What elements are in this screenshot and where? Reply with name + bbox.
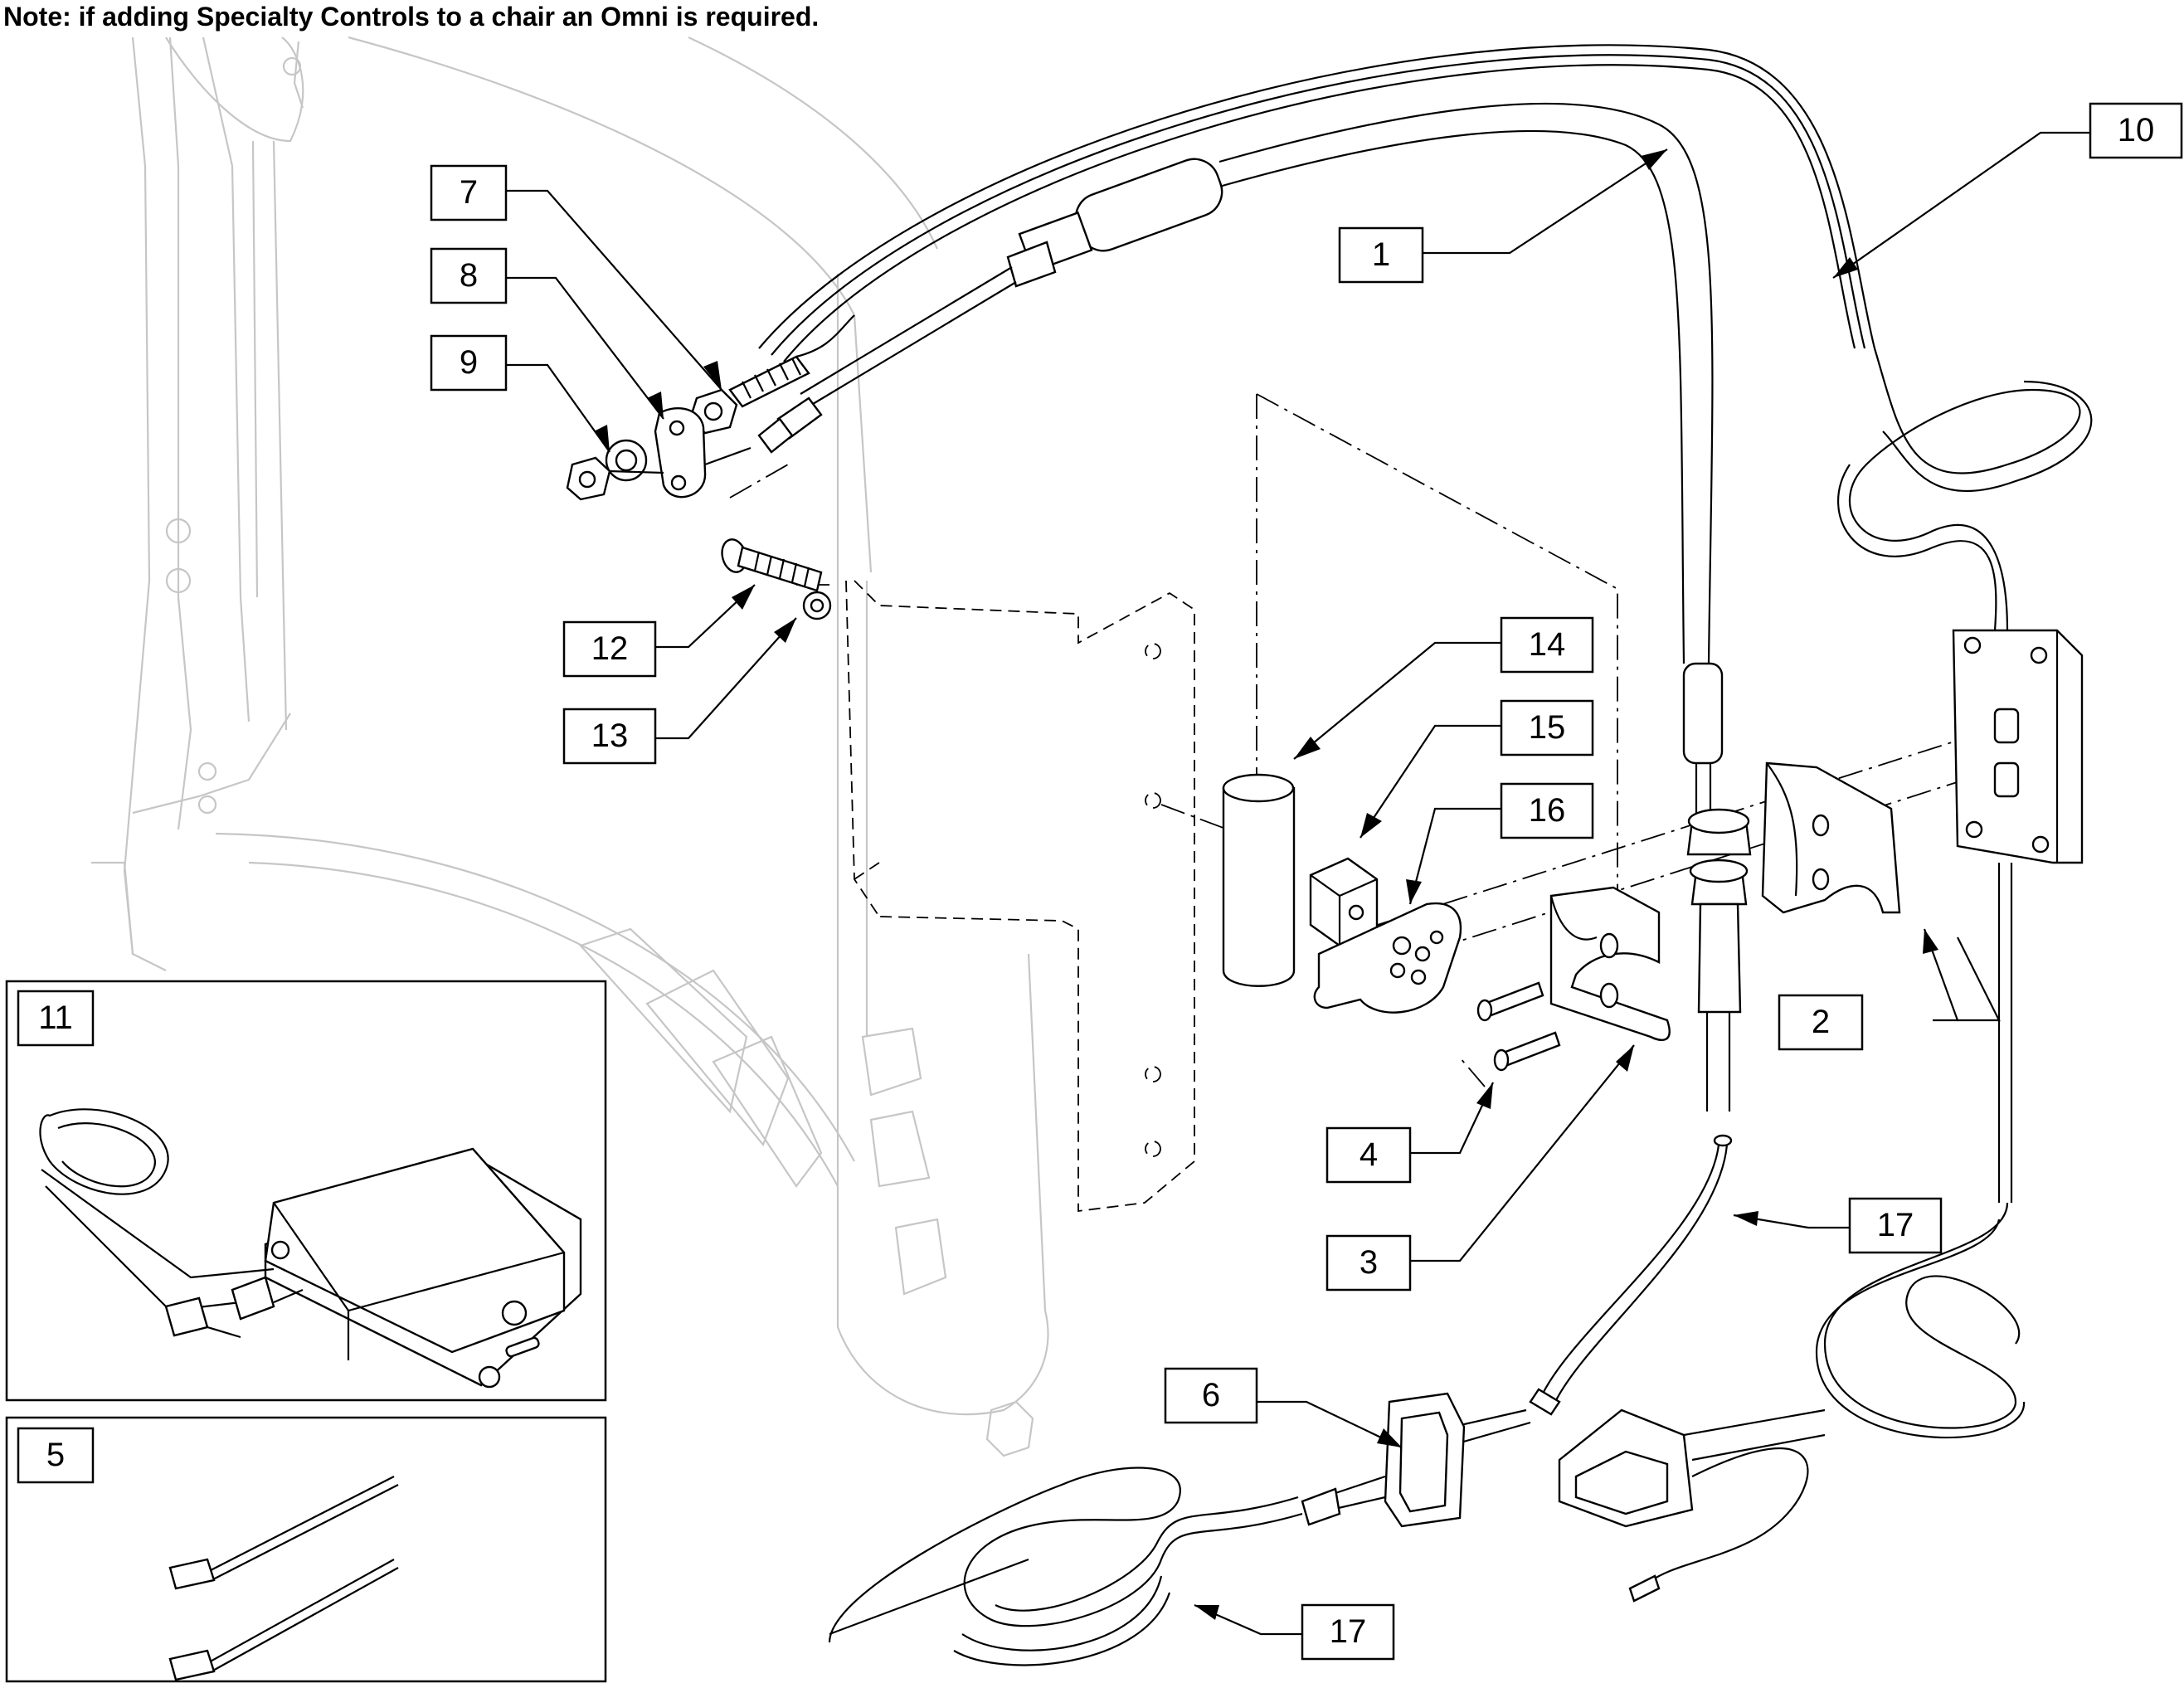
callout-15: 15 bbox=[1500, 699, 1594, 756]
callout-2: 2 bbox=[1778, 994, 1864, 1051]
callout-5: 5 bbox=[17, 1427, 95, 1484]
callout-4: 4 bbox=[1325, 1126, 1412, 1184]
tube-17 bbox=[1434, 1134, 1733, 1449]
callout-13: 13 bbox=[562, 708, 657, 765]
callout-14: 14 bbox=[1500, 616, 1594, 674]
callout-4-label: 4 bbox=[1360, 1136, 1378, 1173]
callout-11: 11 bbox=[17, 990, 95, 1047]
db-connector-coil bbox=[1558, 1202, 2026, 1603]
cable-1 bbox=[757, 102, 1724, 813]
part-9-washer bbox=[566, 439, 752, 501]
callout-9: 9 bbox=[430, 334, 508, 392]
mounting-plate-dashed bbox=[845, 580, 1195, 1213]
inset-5-cables bbox=[168, 1476, 399, 1681]
part-4-screws bbox=[1476, 981, 1561, 1072]
callout-6-label: 6 bbox=[1202, 1377, 1220, 1413]
callout-17-lower-label: 17 bbox=[1330, 1613, 1367, 1650]
callout-12-label: 12 bbox=[591, 630, 629, 667]
callout-12: 12 bbox=[562, 620, 657, 678]
callout-7: 7 bbox=[430, 164, 508, 221]
callout-17-lower: 17 bbox=[1301, 1603, 1395, 1661]
inset-11-cable-coil bbox=[39, 1108, 304, 1339]
callout-3-label: 3 bbox=[1360, 1244, 1378, 1281]
callout-3: 3 bbox=[1325, 1234, 1412, 1292]
assembly-centerlines bbox=[729, 393, 1992, 1087]
callout-14-label: 14 bbox=[1529, 626, 1566, 663]
part-8-bracket bbox=[654, 406, 707, 499]
part-2-clamp bbox=[1761, 761, 1901, 914]
ghost-chair-frame bbox=[91, 36, 1049, 1457]
callout-11-label: 11 bbox=[38, 1000, 73, 1036]
tube-17-coil bbox=[828, 1467, 1303, 1666]
callout-9-label: 9 bbox=[460, 344, 478, 381]
control-box bbox=[1952, 629, 2084, 1203]
callout-16: 16 bbox=[1500, 782, 1594, 839]
leader-arrowheads bbox=[594, 149, 1938, 1620]
callout-17-upper-label: 17 bbox=[1877, 1207, 1914, 1243]
callout-10: 10 bbox=[2089, 102, 2183, 159]
inset-11-device bbox=[264, 1147, 582, 1389]
part-12-screw bbox=[721, 538, 823, 592]
callout-2-label: 2 bbox=[1812, 1004, 1830, 1040]
callout-10-label: 10 bbox=[2118, 112, 2155, 148]
part-14-cylinder bbox=[1222, 773, 1296, 987]
spring-section bbox=[728, 314, 855, 408]
callout-5-label: 5 bbox=[46, 1437, 65, 1473]
leader-lines bbox=[506, 131, 2090, 1636]
part-16-clamp bbox=[1313, 902, 1462, 1014]
part-3-clamp bbox=[1549, 886, 1671, 1041]
callout-1: 1 bbox=[1338, 226, 1424, 284]
cable-10 bbox=[758, 44, 2093, 631]
callout-17-upper: 17 bbox=[1848, 1197, 1943, 1254]
inset-11-panel bbox=[5, 980, 607, 1402]
callout-8-label: 8 bbox=[460, 257, 478, 294]
callout-6: 6 bbox=[1164, 1367, 1258, 1424]
inset-5-panel bbox=[5, 1416, 607, 1683]
part-6-grommet bbox=[1301, 1392, 1466, 1528]
callout-1-label: 1 bbox=[1372, 236, 1390, 273]
part-15-block bbox=[1309, 857, 1379, 947]
callout-8: 8 bbox=[430, 247, 508, 304]
central-connector bbox=[1686, 808, 1752, 1112]
callout-13-label: 13 bbox=[591, 718, 629, 754]
callout-16-label: 16 bbox=[1529, 792, 1566, 829]
note-text: Note: if adding Specialty Controls to a … bbox=[3, 2, 820, 32]
part-13-washer bbox=[802, 591, 832, 620]
callout-7-label: 7 bbox=[460, 174, 478, 211]
callout-15-label: 15 bbox=[1529, 709, 1566, 746]
